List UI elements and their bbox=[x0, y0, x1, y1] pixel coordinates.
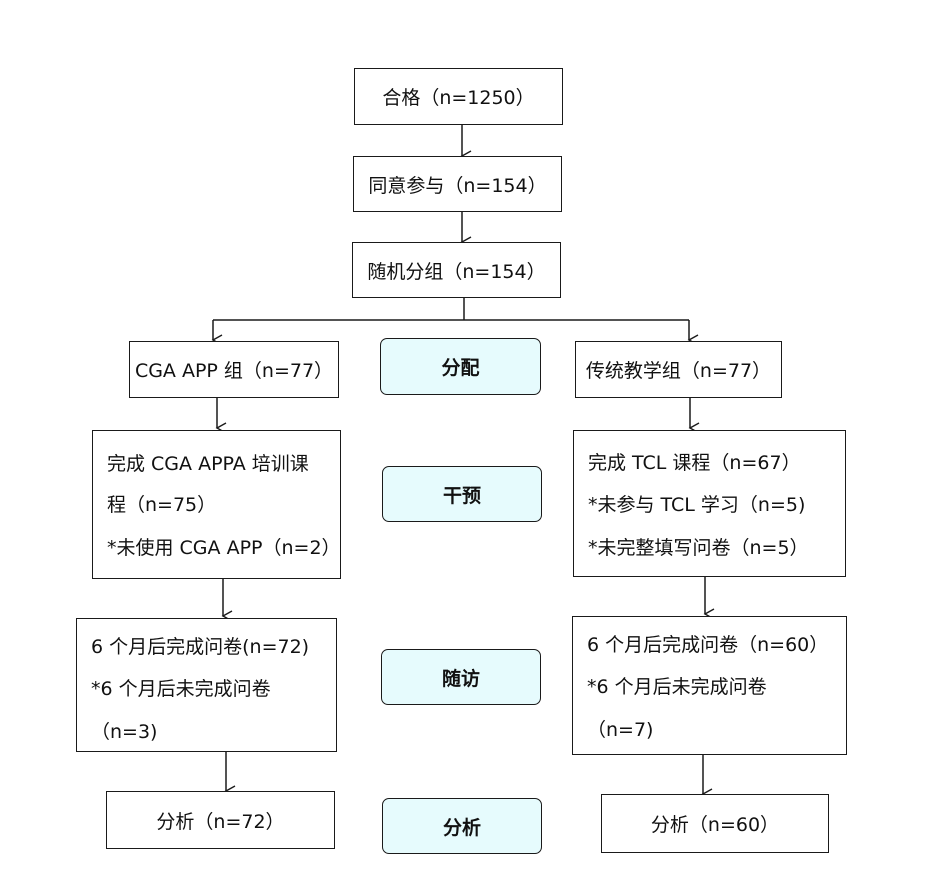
stage-allocation-label: 分配 bbox=[441, 357, 480, 379]
right-intervention-line-2: *未参与 TCL 学习（n=5) bbox=[588, 494, 806, 516]
right-followup-box: 6 个月后完成问卷（n=60） *6 个月后未完成问卷 （n=7) bbox=[572, 616, 847, 755]
randomized-label: 随机分组（n=154） bbox=[367, 260, 546, 283]
eligible-box: 合格（n=1250） bbox=[354, 68, 563, 125]
left-analysis-box: 分析（n=72） bbox=[106, 791, 335, 849]
right-intervention-line-1: 完成 TCL 课程（n=67） bbox=[588, 452, 801, 474]
stage-intervention: 干预 bbox=[382, 466, 542, 522]
consent-label: 同意参与（n=154） bbox=[368, 174, 547, 197]
left-intervention-box: 完成 CGA APPA 培训课 程（n=75） *未使用 CGA APP（n=2… bbox=[92, 430, 341, 579]
stage-followup-label: 随访 bbox=[441, 667, 480, 690]
right-analysis-label: 分析（n=60） bbox=[650, 814, 780, 836]
stage-analysis-label: 分析 bbox=[442, 816, 481, 839]
right-intervention-box: 完成 TCL 课程（n=67） *未参与 TCL 学习（n=5) *未完整填写问… bbox=[573, 430, 846, 577]
left-followup-line-3: （n=3) bbox=[91, 721, 158, 743]
left-followup-line-1: 6 个月后完成问卷(n=72) bbox=[91, 636, 310, 658]
right-intervention-line-3: *未完整填写问卷（n=5） bbox=[588, 537, 809, 559]
left-group-box: CGA APP 组（n=77） bbox=[129, 341, 339, 398]
left-followup-line-2: *6 个月后未完成问卷 bbox=[91, 678, 271, 700]
randomized-box: 随机分组（n=154） bbox=[352, 242, 561, 298]
right-group-label: 传统教学组（n=77） bbox=[585, 360, 772, 382]
right-group-box: 传统教学组（n=77） bbox=[575, 341, 782, 398]
consent-box: 同意参与（n=154） bbox=[353, 156, 562, 212]
right-analysis-box: 分析（n=60） bbox=[601, 794, 829, 853]
right-followup-line-1: 6 个月后完成问卷（n=60） bbox=[587, 634, 829, 656]
left-analysis-label: 分析（n=72） bbox=[156, 810, 285, 833]
left-intervention-line-2: 程（n=75） bbox=[107, 494, 217, 516]
stage-followup: 随访 bbox=[381, 649, 541, 705]
stage-allocation: 分配 bbox=[380, 338, 541, 395]
right-followup-line-2: *6 个月后未完成问卷 bbox=[587, 676, 767, 698]
left-intervention-line-1: 完成 CGA APPA 培训课 bbox=[107, 453, 309, 475]
left-followup-box: 6 个月后完成问卷(n=72) *6 个月后未完成问卷 （n=3) bbox=[76, 618, 337, 752]
stage-intervention-label: 干预 bbox=[442, 484, 481, 507]
right-followup-line-3: （n=7) bbox=[587, 719, 654, 741]
left-intervention-line-3: *未使用 CGA APP（n=2） bbox=[107, 537, 341, 559]
eligible-label: 合格（n=1250） bbox=[382, 87, 535, 109]
left-group-label: CGA APP 组（n=77） bbox=[134, 360, 334, 382]
stage-analysis: 分析 bbox=[382, 798, 542, 854]
